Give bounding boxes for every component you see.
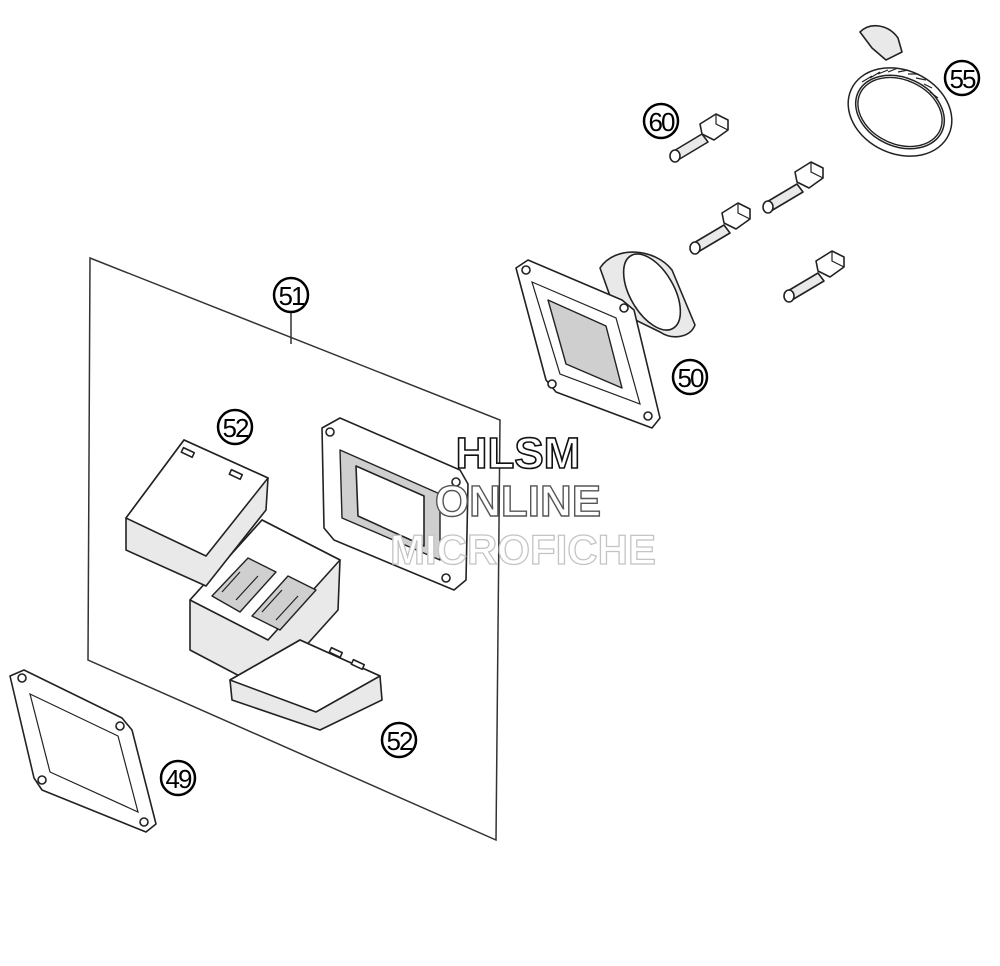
callout-50: 50: [671, 358, 709, 396]
watermark: HLSM ONLINE MICROFICHE: [389, 428, 656, 573]
callout-label: 50: [678, 363, 704, 393]
bolt: [669, 113, 729, 163]
callout-label: 51: [279, 281, 305, 311]
callout-label: 49: [166, 764, 192, 794]
kit-outline-panel: [87, 256, 501, 842]
callout-52: 52: [380, 721, 418, 759]
hose-clamp: [847, 25, 953, 157]
reed-valve-block: [189, 519, 341, 691]
watermark-line-3: MICROFICHE: [390, 526, 656, 573]
bolt: [762, 161, 824, 214]
intake-flange: [515, 251, 696, 429]
callout-52: 52: [216, 408, 254, 446]
reed-petal: [229, 639, 383, 731]
reed-valve-frame: [321, 417, 469, 591]
callout-label: 52: [223, 413, 249, 443]
bolt: [783, 250, 845, 303]
bolt: [689, 202, 751, 255]
callout-51: 51: [272, 276, 310, 314]
watermark-line-2: ONLINE: [435, 477, 601, 526]
callout-49: 49: [159, 759, 197, 797]
gasket: [9, 669, 157, 833]
watermark-line-1: HLSM: [456, 429, 581, 478]
callout-label: 52: [387, 726, 413, 756]
callout-label: 60: [649, 107, 675, 137]
callout-60: 60: [642, 102, 680, 140]
reed-petal: [125, 439, 269, 587]
callout-label: 55: [950, 64, 976, 94]
callout-55: 55: [943, 59, 981, 97]
